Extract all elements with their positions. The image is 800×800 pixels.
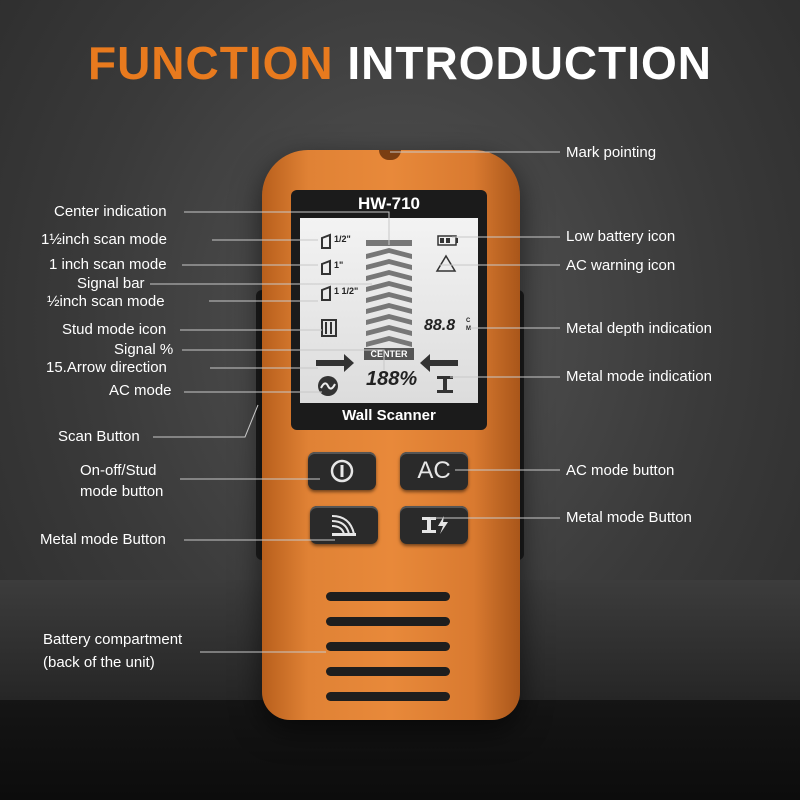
lcd-signal-percent: 188% [366, 368, 418, 390]
vent-slot [326, 592, 450, 601]
metal-mode-button-left[interactable] [310, 506, 378, 544]
callout-onoff-stud: On-off/Stud [80, 462, 157, 479]
callout-stud-mode-icon: Stud mode icon [62, 321, 167, 338]
mark-pointer-notch [379, 150, 401, 160]
lcd-depth-unit-m: M [466, 326, 471, 332]
callout-ac-mode: AC mode [109, 382, 172, 399]
ac-mode-button[interactable]: AC [400, 452, 468, 490]
callout-back-of-unit: (back of the unit) [43, 654, 155, 671]
model-label: HW-710 [357, 194, 420, 213]
wave-icon [331, 515, 356, 536]
callout-signal-percent: Signal % [114, 341, 174, 358]
lcd-scan-onehalf: 1 1/2" [334, 286, 359, 296]
lcd-depth-unit-c: C [466, 318, 471, 324]
lcd-center-label: CENTER [370, 349, 408, 359]
callout-signal-bar: Signal bar [77, 275, 145, 292]
callout-metal-depth-indication: Metal depth indication [566, 320, 712, 337]
callout-metal-mode-button-right: Metal mode Button [566, 509, 692, 526]
title-part2: INTRODUCTION [347, 37, 713, 89]
callout-low-battery-icon: Low battery icon [566, 228, 676, 245]
callout-center-indication: Center indication [54, 203, 167, 220]
callout-half-inch-scan-mode: ½inch scan mode [47, 293, 165, 310]
vent-slot [326, 692, 450, 701]
device-name-label: Wall Scanner [342, 407, 436, 424]
callout-battery-compartment: Battery compartment [43, 631, 183, 648]
ac-button-label: AC [417, 457, 451, 484]
callout-mark-pointing: Mark pointing [566, 144, 657, 161]
callout-ac-mode-button: AC mode button [566, 462, 675, 479]
title-part1: FUNCTION [87, 37, 334, 89]
power-icon [330, 459, 354, 483]
i-beam-lightning-icon [422, 516, 448, 534]
callout-1inch-scan-mode: 1 inch scan mode [49, 256, 167, 273]
callout-1-5inch-scan-mode: 1½inch scan mode [41, 231, 167, 248]
metal-mode-button-right[interactable] [400, 506, 468, 544]
vent-slot [326, 642, 450, 651]
lcd-scan-half: 1/2" [334, 234, 351, 244]
callout-arrow-direction: 15.Arrow direction [46, 359, 167, 376]
lcd-screen: 1/2" 1" 1 1/2" CENTER 188% 88.8 C M [300, 218, 478, 403]
vent-slot [326, 617, 450, 626]
callout-mode-button: mode button [80, 483, 164, 500]
lcd-scan-one: 1" [334, 260, 344, 270]
callout-metal-mode-button-left: Metal mode Button [40, 531, 166, 548]
lcd-metal-depth: 88.8 [424, 317, 456, 334]
page-title: FUNCTION INTRODUCTION [0, 36, 800, 90]
vent-slot [326, 667, 450, 676]
callout-ac-warning-icon: AC warning icon [566, 257, 676, 274]
callout-scan-button: Scan Button [58, 428, 140, 445]
power-stud-button[interactable] [308, 452, 376, 490]
callout-metal-mode-indication: Metal mode indication [566, 368, 712, 385]
